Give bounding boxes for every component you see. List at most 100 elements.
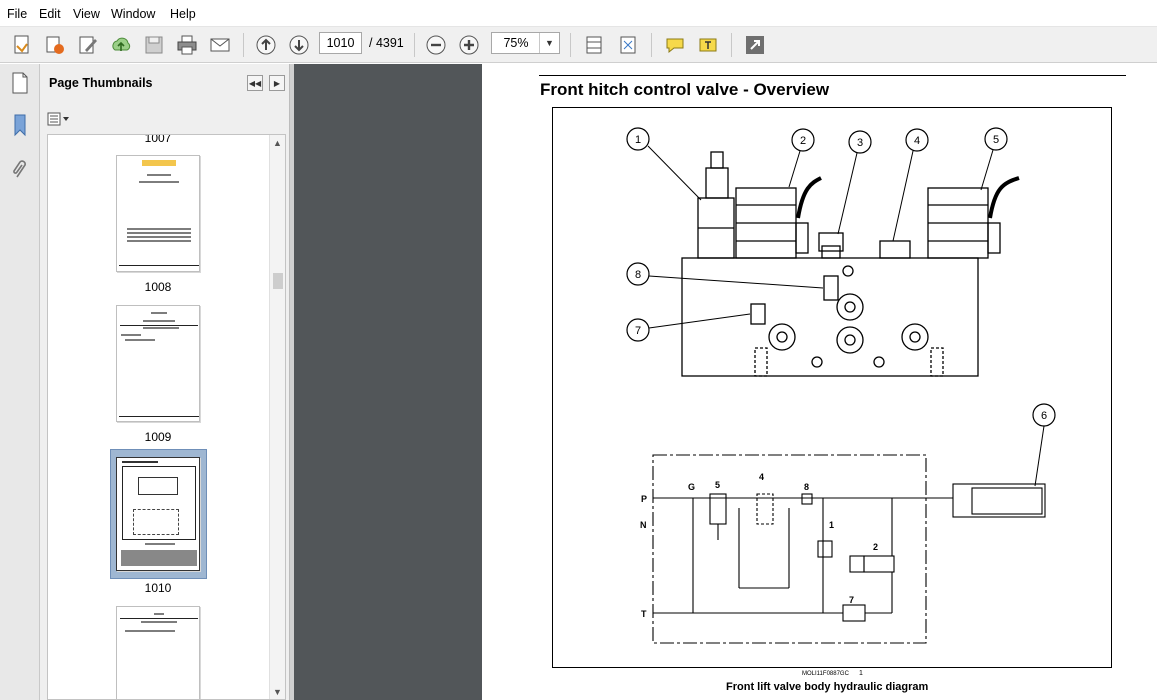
callout-3: 3 [857,137,863,149]
thumbnail-page-1010[interactable] [116,457,200,571]
scroll-up-icon[interactable]: ▲ [273,138,282,148]
arrow-down-icon [289,35,309,55]
chevron-down-icon[interactable]: ▼ [539,33,559,53]
zoom-out-button[interactable] [423,32,449,58]
port-g-label: G [688,482,695,492]
close-panel-button[interactable]: ▶ [269,75,285,91]
thumbnail-label: 1007 [144,134,172,145]
schematic-label-1: 1 [829,520,834,530]
speech-bubble-icon [666,38,684,54]
callout-6: 6 [1041,410,1047,422]
save-button[interactable] [141,32,167,58]
scroll-mode-icon [586,36,602,54]
edit-icon [79,36,97,54]
comment-button[interactable] [662,32,688,58]
toolbar-separator [731,33,732,57]
previous-page-button[interactable] [253,32,279,58]
bookmark-icon [14,114,26,137]
header-rule [539,75,1126,76]
menu-view[interactable]: View [73,7,100,21]
thumbnail-figure [122,466,196,540]
fit-page-button[interactable] [615,32,641,58]
thumbnail-page-1009[interactable] [116,305,200,422]
page-total: / 4391 [369,36,404,50]
minus-icon [426,35,446,55]
toolbar [0,27,1157,63]
create-pdf-button[interactable] [9,32,35,58]
page-title: Front hitch control valve - Overview [540,80,830,99]
thumbnail-page-1008[interactable] [116,155,200,272]
cloud-upload-icon [112,37,131,51]
scroll-down-icon[interactable]: ▼ [273,687,282,697]
figure-frame: 1 2 3 4 5 6 7 8 [552,107,1112,668]
page-thumbnails-tab[interactable] [8,70,32,96]
email-button[interactable] [207,32,233,58]
menu-window[interactable]: Window [111,7,156,21]
thumbnail-page-1011[interactable] [116,606,200,699]
panel-header: Page Thumbnails ◀◀ ▶ [40,64,290,104]
toolbar-separator [243,33,244,57]
zoom-select[interactable]: 75% ▼ [491,32,560,54]
port-p-label: P [641,494,647,504]
envelope-icon [210,38,230,52]
thumbnail-panel: Page Thumbnails ◀◀ ▶ 1007 1008 [40,64,290,700]
bookmarks-tab[interactable] [8,112,32,138]
highlighter-icon [699,38,717,52]
menu-edit[interactable]: Edit [39,7,61,21]
fit-width-button[interactable] [581,32,607,58]
upload-button[interactable] [108,32,134,58]
menu-bar: File Edit View Window Help [0,0,1157,27]
thumbnail-scrollbar[interactable]: ▲ ▼ [269,135,285,699]
schematic-label-7: 7 [849,595,854,605]
navigation-rail [0,64,40,700]
expand-icon [746,36,764,54]
schematic-label-8: 8 [804,482,809,492]
panel-splitter[interactable] [290,64,294,700]
thumbnail-label: 1009 [144,430,172,444]
combine-files-button[interactable] [42,32,68,58]
toolbar-separator [570,33,571,57]
expand-tools-button[interactable] [742,32,768,58]
document-viewport[interactable]: Front hitch control valve - Overview [294,64,1157,700]
figure-reference: MOLI11F0887GC [802,671,849,677]
callout-2: 2 [800,135,806,147]
schematic-label-2: 2 [873,542,878,552]
figure-caption: Front lift valve body hydraulic diagram [726,681,929,693]
fit-page-icon [620,36,636,54]
callout-1: 1 [635,134,641,146]
page-number-input[interactable]: 1010 [319,32,362,54]
arrow-up-icon [256,35,276,55]
document-page: Front hitch control valve - Overview [482,64,1157,700]
schematic-label-4: 4 [759,472,764,482]
page-icon [12,72,28,94]
printer-icon [177,35,197,55]
create-pdf-icon [14,35,29,54]
toolbar-separator [651,33,652,57]
figure-number: 1 [859,670,863,677]
plus-icon [459,35,479,55]
panel-title: Page Thumbnails [49,76,153,90]
callout-8: 8 [635,269,641,281]
list-options-icon [47,112,69,126]
collapse-panel-button[interactable]: ◀◀ [247,75,263,91]
port-t-label: T [641,609,647,619]
zoom-in-button[interactable] [456,32,482,58]
thumbnail-options-button[interactable] [47,110,73,128]
callout-7: 7 [635,325,641,337]
save-icon [145,36,163,54]
menu-help[interactable]: Help [170,7,196,21]
combine-files-icon [46,36,64,54]
hydraulic-diagram: 1 2 3 4 5 6 7 8 [626,127,1056,644]
thumbnail-label: 1010 [144,581,172,595]
callout-5: 5 [993,134,999,146]
print-button[interactable] [174,32,200,58]
highlight-button[interactable] [695,32,721,58]
thumbnail-list[interactable]: 1007 1008 1009 [47,134,286,700]
scrollbar-thumb[interactable] [273,273,283,289]
attachments-tab[interactable] [8,156,32,182]
schematic-label-5: 5 [715,480,720,490]
edit-pdf-button[interactable] [75,32,101,58]
paperclip-icon [13,160,26,178]
next-page-button[interactable] [286,32,312,58]
menu-file[interactable]: File [7,7,28,21]
